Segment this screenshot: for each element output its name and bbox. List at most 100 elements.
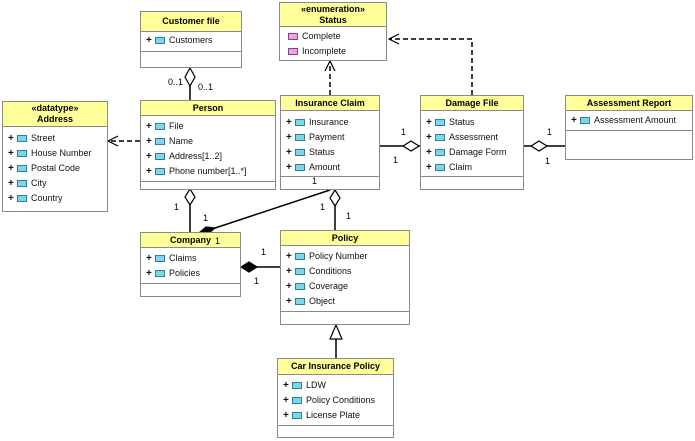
attribute-compartment: +Insurance +Payment +Status +Amount xyxy=(281,111,379,177)
attribute-row[interactable]: + Assessment xyxy=(421,130,523,145)
person-aggregation-diamond xyxy=(184,187,196,207)
attribute-row[interactable]: +Policy Conditions xyxy=(278,393,393,408)
class-header: «enumeration» Status xyxy=(280,3,386,27)
attribute-icon xyxy=(295,253,305,260)
attribute-label: Payment xyxy=(309,132,345,142)
class-title: Address xyxy=(36,114,73,124)
attribute-icon xyxy=(155,138,165,145)
attribute-row[interactable]: +Status xyxy=(281,145,379,160)
attribute-icon xyxy=(435,119,445,126)
attribute-row[interactable]: + Conditions xyxy=(281,264,409,279)
attribute-label: LDW xyxy=(306,380,326,390)
attribute-row[interactable]: +Policies xyxy=(141,266,240,281)
attribute-row[interactable]: +Status xyxy=(421,115,523,130)
class-status[interactable]: «enumeration» Status Complete Incomplete xyxy=(279,2,387,61)
attribute-row[interactable]: +File xyxy=(141,119,275,134)
attribute-row[interactable]: +Phone number[1..*] xyxy=(141,164,275,179)
public-visibility-icon: + xyxy=(286,147,292,158)
attribute-row[interactable]: + Amount xyxy=(281,160,379,175)
attribute-row[interactable]: +LDW xyxy=(278,378,393,393)
literal-row[interactable]: Complete xyxy=(280,29,386,44)
literal-compartment: Complete Incomplete xyxy=(280,27,386,60)
class-customer-file[interactable]: Customer file +Customers xyxy=(140,11,242,68)
attribute-row[interactable]: + Name xyxy=(141,134,275,149)
class-header: Customer file xyxy=(141,12,241,32)
attribute-icon xyxy=(155,37,165,44)
public-visibility-icon: + xyxy=(146,151,152,162)
public-visibility-icon: + xyxy=(283,395,289,406)
attribute-icon xyxy=(155,255,165,262)
attribute-label: Amount xyxy=(309,162,341,172)
attribute-label: Postal Code xyxy=(31,163,81,173)
attribute-icon xyxy=(17,180,27,187)
attribute-row[interactable]: +Claims xyxy=(141,251,240,266)
class-policy[interactable]: Policy + Policy Number + Conditions +Cover… xyxy=(280,230,410,325)
attribute-label: House Number xyxy=(31,148,92,158)
class-damage-file[interactable]: Damage File +Status + Assessment +Damage … xyxy=(420,95,524,190)
attribute-row[interactable]: +Postal Code xyxy=(3,161,107,176)
public-visibility-icon: + xyxy=(426,117,432,128)
class-title: Status xyxy=(319,14,347,25)
attribute-icon xyxy=(295,119,305,126)
attribute-label: Policy Number xyxy=(309,251,368,261)
attribute-label: Conditions xyxy=(309,266,352,276)
multiplicity-label: 1 xyxy=(174,202,180,212)
attribute-row[interactable]: +Country xyxy=(3,191,107,206)
class-company[interactable]: Company +Claims +Policies xyxy=(140,232,241,297)
class-header: Damage File xyxy=(421,96,523,111)
attribute-row[interactable]: +Object xyxy=(281,294,409,309)
company-claim-link xyxy=(199,189,331,234)
attribute-row[interactable]: +Customers xyxy=(141,33,241,48)
attribute-row[interactable]: +License Plate xyxy=(278,408,393,423)
attribute-icon xyxy=(435,164,445,171)
attribute-row[interactable]: +Insurance xyxy=(281,115,379,130)
attribute-row[interactable]: +Assessment Amount xyxy=(566,113,692,128)
class-header: «datatype» Address xyxy=(3,102,107,127)
literal-label: Incomplete xyxy=(302,46,347,56)
attribute-label: License Plate xyxy=(306,410,361,420)
literal-label: Complete xyxy=(302,31,341,41)
attribute-label: Address[1..2] xyxy=(169,151,223,161)
attribute-row[interactable]: +Street xyxy=(3,131,107,146)
customer-aggregation-diamond xyxy=(184,66,196,88)
public-visibility-icon: + xyxy=(8,193,14,204)
literal-row[interactable]: Incomplete xyxy=(280,44,386,59)
attribute-row[interactable]: +City xyxy=(3,176,107,191)
public-visibility-icon: + xyxy=(286,251,292,262)
public-visibility-icon: + xyxy=(146,121,152,132)
attribute-row[interactable]: + Policy Number xyxy=(281,249,409,264)
attribute-compartment: +LDW +Policy Conditions +License Plate xyxy=(278,375,393,426)
class-car-insurance-policy[interactable]: Car Insurance Policy +LDW +Policy Condit… xyxy=(277,358,394,438)
public-visibility-icon: + xyxy=(426,162,432,173)
multiplicity-label: 1 xyxy=(393,155,399,165)
class-address[interactable]: «datatype» Address +Street +House Number… xyxy=(2,101,108,212)
literal-icon xyxy=(288,33,298,40)
multiplicity-label: 1 xyxy=(215,236,221,246)
attribute-icon xyxy=(17,150,27,157)
public-visibility-icon: + xyxy=(426,147,432,158)
attribute-row[interactable]: +Damage Form xyxy=(421,145,523,160)
class-header: Policy xyxy=(281,231,409,246)
public-visibility-icon: + xyxy=(146,136,152,147)
public-visibility-icon: + xyxy=(286,266,292,277)
public-visibility-icon: + xyxy=(426,132,432,143)
class-insurance-claim[interactable]: Insurance Claim +Insurance +Payment +Sta… xyxy=(280,95,380,190)
class-person[interactable]: Person +File +Name +Address[1..2] +Phone… xyxy=(140,100,276,190)
attribute-row[interactable]: + Address[1..2] xyxy=(141,149,275,164)
attribute-icon xyxy=(17,195,27,202)
attribute-row[interactable]: +Payment xyxy=(281,130,379,145)
attribute-label: Claim xyxy=(449,162,473,172)
policy-composition-diamond xyxy=(239,261,259,273)
class-assessment-report[interactable]: Assessment Report +Assessment Amount xyxy=(565,95,693,160)
attribute-row[interactable]: + Claim xyxy=(421,160,523,175)
public-visibility-icon: + xyxy=(286,162,292,173)
attribute-compartment: +File + Name + Address[1..2] +Phone number… xyxy=(141,116,275,182)
attribute-icon xyxy=(295,283,305,290)
attribute-label: Street xyxy=(31,133,56,143)
attribute-row[interactable]: +Coverage xyxy=(281,279,409,294)
attribute-row[interactable]: +House Number xyxy=(3,146,107,161)
attribute-label: Assessment xyxy=(449,132,499,142)
attribute-label: Name xyxy=(169,136,194,146)
class-title: Policy xyxy=(331,232,359,243)
